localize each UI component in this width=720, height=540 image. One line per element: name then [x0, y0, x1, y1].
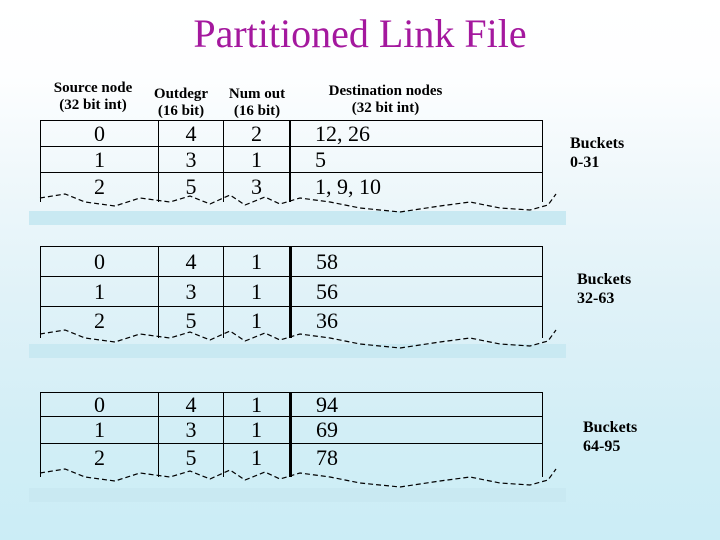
bucket-label-range: 32-63	[577, 290, 615, 307]
table-cell: 5	[289, 147, 543, 172]
table-cell: 1	[40, 277, 158, 306]
column-header-sub: (32 bit int)	[59, 97, 127, 113]
table-cell: 78	[289, 444, 543, 477]
bucket-label-word: Buckets	[577, 271, 632, 288]
bucket-table-0-31: 0 4 2 12, 26 1 3 1 5 2 5 3 1, 9, 10	[39, 120, 557, 213]
bucket-label-word: Buckets	[583, 419, 638, 436]
bucket-table-32-63: 0 4 1 58 1 3 1 56 2 5 1 36	[39, 246, 557, 349]
table-cell: 0	[40, 121, 158, 146]
column-header-destination-nodes: Destination nodes (32 bit int)	[298, 83, 473, 117]
table-cell: 4	[158, 247, 223, 276]
column-header-sub: (16 bit)	[233, 103, 281, 119]
table-cell: 1	[223, 277, 289, 306]
table-cell: 3	[158, 417, 223, 443]
column-header-sub: (32 bit int)	[351, 100, 420, 116]
table-cell: 1	[40, 147, 158, 172]
table-cell: 1	[223, 307, 289, 338]
table-cell: 5	[158, 307, 223, 338]
table-cell: 94	[289, 393, 543, 416]
shadow-strip	[29, 488, 566, 502]
table-row: 0 4 2 12, 26	[40, 120, 543, 146]
table-cell: 2	[40, 173, 158, 202]
table-cell: 1	[223, 417, 289, 443]
table-cell: 2	[40, 444, 158, 477]
column-header-num-out: Num out (16 bit)	[219, 86, 295, 120]
table-cell: 1, 9, 10	[289, 173, 543, 202]
column-header-label: Destination nodes	[328, 83, 443, 99]
table-cell: 5	[158, 444, 223, 477]
column-header-label: Source node	[53, 80, 133, 96]
bucket-table-64-95: 0 4 1 94 1 3 1 69 2 5 1 78	[39, 392, 557, 488]
table-cell: 0	[40, 393, 158, 416]
column-header-label: Outdegr	[153, 86, 209, 102]
table-row-torn: 2 5 1 78	[40, 443, 543, 477]
bucket-label-range: 64-95	[583, 438, 621, 455]
table-cell: 69	[289, 417, 543, 443]
column-header-outdegr: Outdegr (16 bit)	[143, 86, 219, 120]
table-cell: 3	[158, 277, 223, 306]
shadow-strip	[29, 211, 566, 225]
table-cell: 3	[158, 147, 223, 172]
table-cell: 1	[223, 444, 289, 477]
table-cell: 0	[40, 247, 158, 276]
table-cell: 4	[158, 121, 223, 146]
table-row: 1 3 1 69	[40, 416, 543, 443]
column-header-label: Num out	[228, 86, 286, 102]
table-row: 0 4 1 94	[40, 392, 543, 416]
table-cell: 4	[158, 393, 223, 416]
table-row: 0 4 1 58	[40, 246, 543, 276]
bucket-range-label-32-63: Buckets 32-63	[577, 270, 631, 308]
slide-title: Partitioned Link File	[193, 11, 527, 56]
table-cell: 1	[40, 417, 158, 443]
bucket-label-word: Buckets	[570, 135, 625, 152]
table-cell: 2	[40, 307, 158, 338]
table-cell: 58	[289, 247, 543, 276]
table-row: 1 3 1 5	[40, 146, 543, 172]
table-cell: 2	[223, 121, 289, 146]
table-cell: 3	[223, 173, 289, 202]
bucket-label-range: 0-31	[570, 154, 600, 171]
bucket-range-label-64-95: Buckets 64-95	[583, 418, 637, 456]
table-cell: 56	[289, 277, 543, 306]
shadow-strip	[29, 344, 566, 358]
table-cell: 1	[223, 147, 289, 172]
bucket-range-label-0-31: Buckets 0-31	[570, 134, 624, 172]
table-row: 1 3 1 56	[40, 276, 543, 306]
table-cell: 36	[289, 307, 543, 338]
table-cell: 12, 26	[289, 121, 543, 146]
table-row-torn: 2 5 1 36	[40, 306, 543, 338]
column-header-sub: (16 bit)	[157, 103, 205, 119]
table-cell: 5	[158, 173, 223, 202]
table-cell: 1	[223, 393, 289, 416]
column-header-source-node: Source node (32 bit int)	[28, 80, 158, 114]
table-row-torn: 2 5 3 1, 9, 10	[40, 172, 543, 202]
table-cell: 1	[223, 247, 289, 276]
